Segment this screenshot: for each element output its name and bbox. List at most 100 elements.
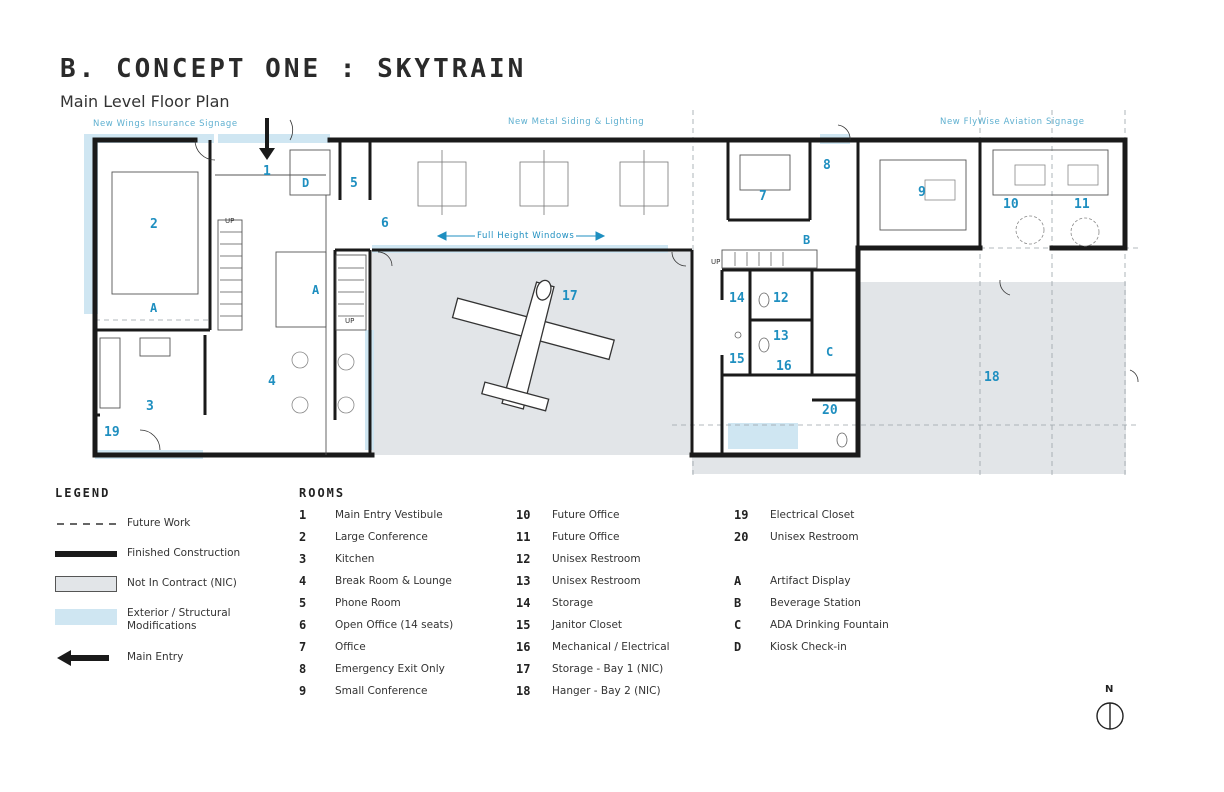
room-name: Storage — [552, 597, 594, 609]
room-key: C — [734, 618, 742, 632]
room-name: Open Office (14 seats) — [335, 619, 454, 631]
stair-up-label: UP — [225, 217, 235, 225]
room-name: Unisex Restroom — [770, 531, 859, 543]
room-label-7: 7 — [759, 189, 767, 204]
room-label-6: 6 — [381, 216, 389, 231]
legend-label: Future Work — [127, 517, 191, 529]
room-key: 9 — [299, 684, 307, 698]
room-list-item: 9 Small Conference — [299, 684, 509, 700]
room-list-item: 17 Storage - Bay 1 (NIC) — [516, 662, 726, 678]
room-key: 7 — [299, 640, 307, 654]
room-name: Kiosk Check-in — [770, 641, 847, 653]
room-label-15: 15 — [729, 352, 745, 367]
structural-mod — [728, 423, 798, 449]
room-key: 10 — [516, 508, 531, 522]
room-key: 16 — [516, 640, 531, 654]
room-list-item: 13 Unisex Restroom — [516, 574, 726, 590]
room-key: 5 — [299, 596, 307, 610]
room-list-item: A Artifact Display — [734, 574, 944, 590]
room-name: ADA Drinking Fountain — [770, 619, 889, 631]
room-key: A — [734, 574, 742, 588]
page-title: B. CONCEPT ONE : SKYTRAIN — [60, 54, 527, 84]
room-list-item: C ADA Drinking Fountain — [734, 618, 944, 634]
legend-item-nic: Not In Contract (NIC) — [55, 574, 275, 594]
room-label-13: 13 — [773, 329, 789, 344]
room-label-5: 5 — [350, 176, 358, 191]
rooms-heading: ROOMS — [299, 486, 346, 500]
room-label-2: 2 — [150, 217, 158, 232]
room-letter-b: B — [803, 233, 811, 247]
legend-item-structural: Exterior / Structural Modifications — [55, 604, 275, 634]
legend-label: Main Entry — [127, 651, 184, 663]
room-key: 12 — [516, 552, 531, 566]
room-key: 15 — [516, 618, 531, 632]
room-name: Small Conference — [335, 685, 428, 697]
future-work-swatch — [57, 523, 117, 525]
north-arrow: N — [1095, 684, 1125, 734]
room-label-4: 4 — [268, 374, 276, 389]
room-name: Office — [335, 641, 366, 653]
room-key: 17 — [516, 662, 531, 676]
room-key: 14 — [516, 596, 531, 610]
room-list-item: 7 Office — [299, 640, 509, 656]
room-key: 6 — [299, 618, 307, 632]
room-label-1: 1 — [263, 164, 271, 179]
main-entry-arrow-icon — [57, 650, 109, 666]
room-letter-d: D — [302, 176, 310, 190]
room-label-9: 9 — [918, 185, 926, 200]
room-key: 3 — [299, 552, 307, 566]
page-subtitle: Main Level Floor Plan — [60, 92, 230, 111]
room-name: Storage - Bay 1 (NIC) — [552, 663, 664, 675]
finished-construction-swatch — [55, 551, 117, 557]
callout-signage-left: New Wings Insurance Signage — [93, 119, 238, 129]
callout-windows: Full Height Windows — [475, 231, 577, 241]
room-label-8: 8 — [823, 158, 831, 173]
room-list-item: 12 Unisex Restroom — [516, 552, 726, 568]
room-list-item: 15 Janitor Closet — [516, 618, 726, 634]
room-key: 1 — [299, 508, 307, 522]
room-label-18: 18 — [984, 370, 1000, 385]
room-name: Emergency Exit Only — [335, 663, 445, 675]
compass-icon — [1096, 702, 1124, 730]
room-key: 13 — [516, 574, 531, 588]
room-label-3: 3 — [146, 399, 154, 414]
room-list-item: 8 Emergency Exit Only — [299, 662, 509, 678]
room-label-10: 10 — [1003, 197, 1019, 212]
room-name: Large Conference — [335, 531, 428, 543]
room-key: 11 — [516, 530, 531, 544]
legend-label: Not In Contract (NIC) — [127, 577, 237, 589]
room-key: 19 — [734, 508, 749, 522]
room-name: Phone Room — [335, 597, 401, 609]
room-name: Unisex Restroom — [552, 575, 641, 587]
legend-item-main-entry: Main Entry — [55, 648, 275, 668]
room-name: Janitor Closet — [552, 619, 623, 631]
room-label-11: 11 — [1074, 197, 1090, 212]
nic-bay-strip — [692, 455, 858, 474]
room-label-20: 20 — [822, 403, 838, 418]
stair-up-label: UP — [345, 317, 355, 325]
room-key: 8 — [299, 662, 307, 676]
room-name: Unisex Restroom — [552, 553, 641, 565]
room-name: Mechanical / Electrical — [552, 641, 670, 653]
room-key: 2 — [299, 530, 307, 544]
room-name: Hanger - Bay 2 (NIC) — [552, 685, 661, 697]
legend-heading: LEGEND — [55, 486, 111, 500]
room-name: Beverage Station — [770, 597, 861, 609]
room-label-14: 14 — [729, 291, 745, 306]
nic-swatch — [55, 576, 117, 592]
legend-item-finished: Finished Construction — [55, 544, 275, 564]
room-name: Kitchen — [335, 553, 375, 565]
room-list-item: 3 Kitchen — [299, 552, 509, 568]
room-name: Artifact Display — [770, 575, 851, 587]
room-list-item: 5 Phone Room — [299, 596, 509, 612]
callout-siding: New Metal Siding & Lighting — [508, 117, 645, 127]
